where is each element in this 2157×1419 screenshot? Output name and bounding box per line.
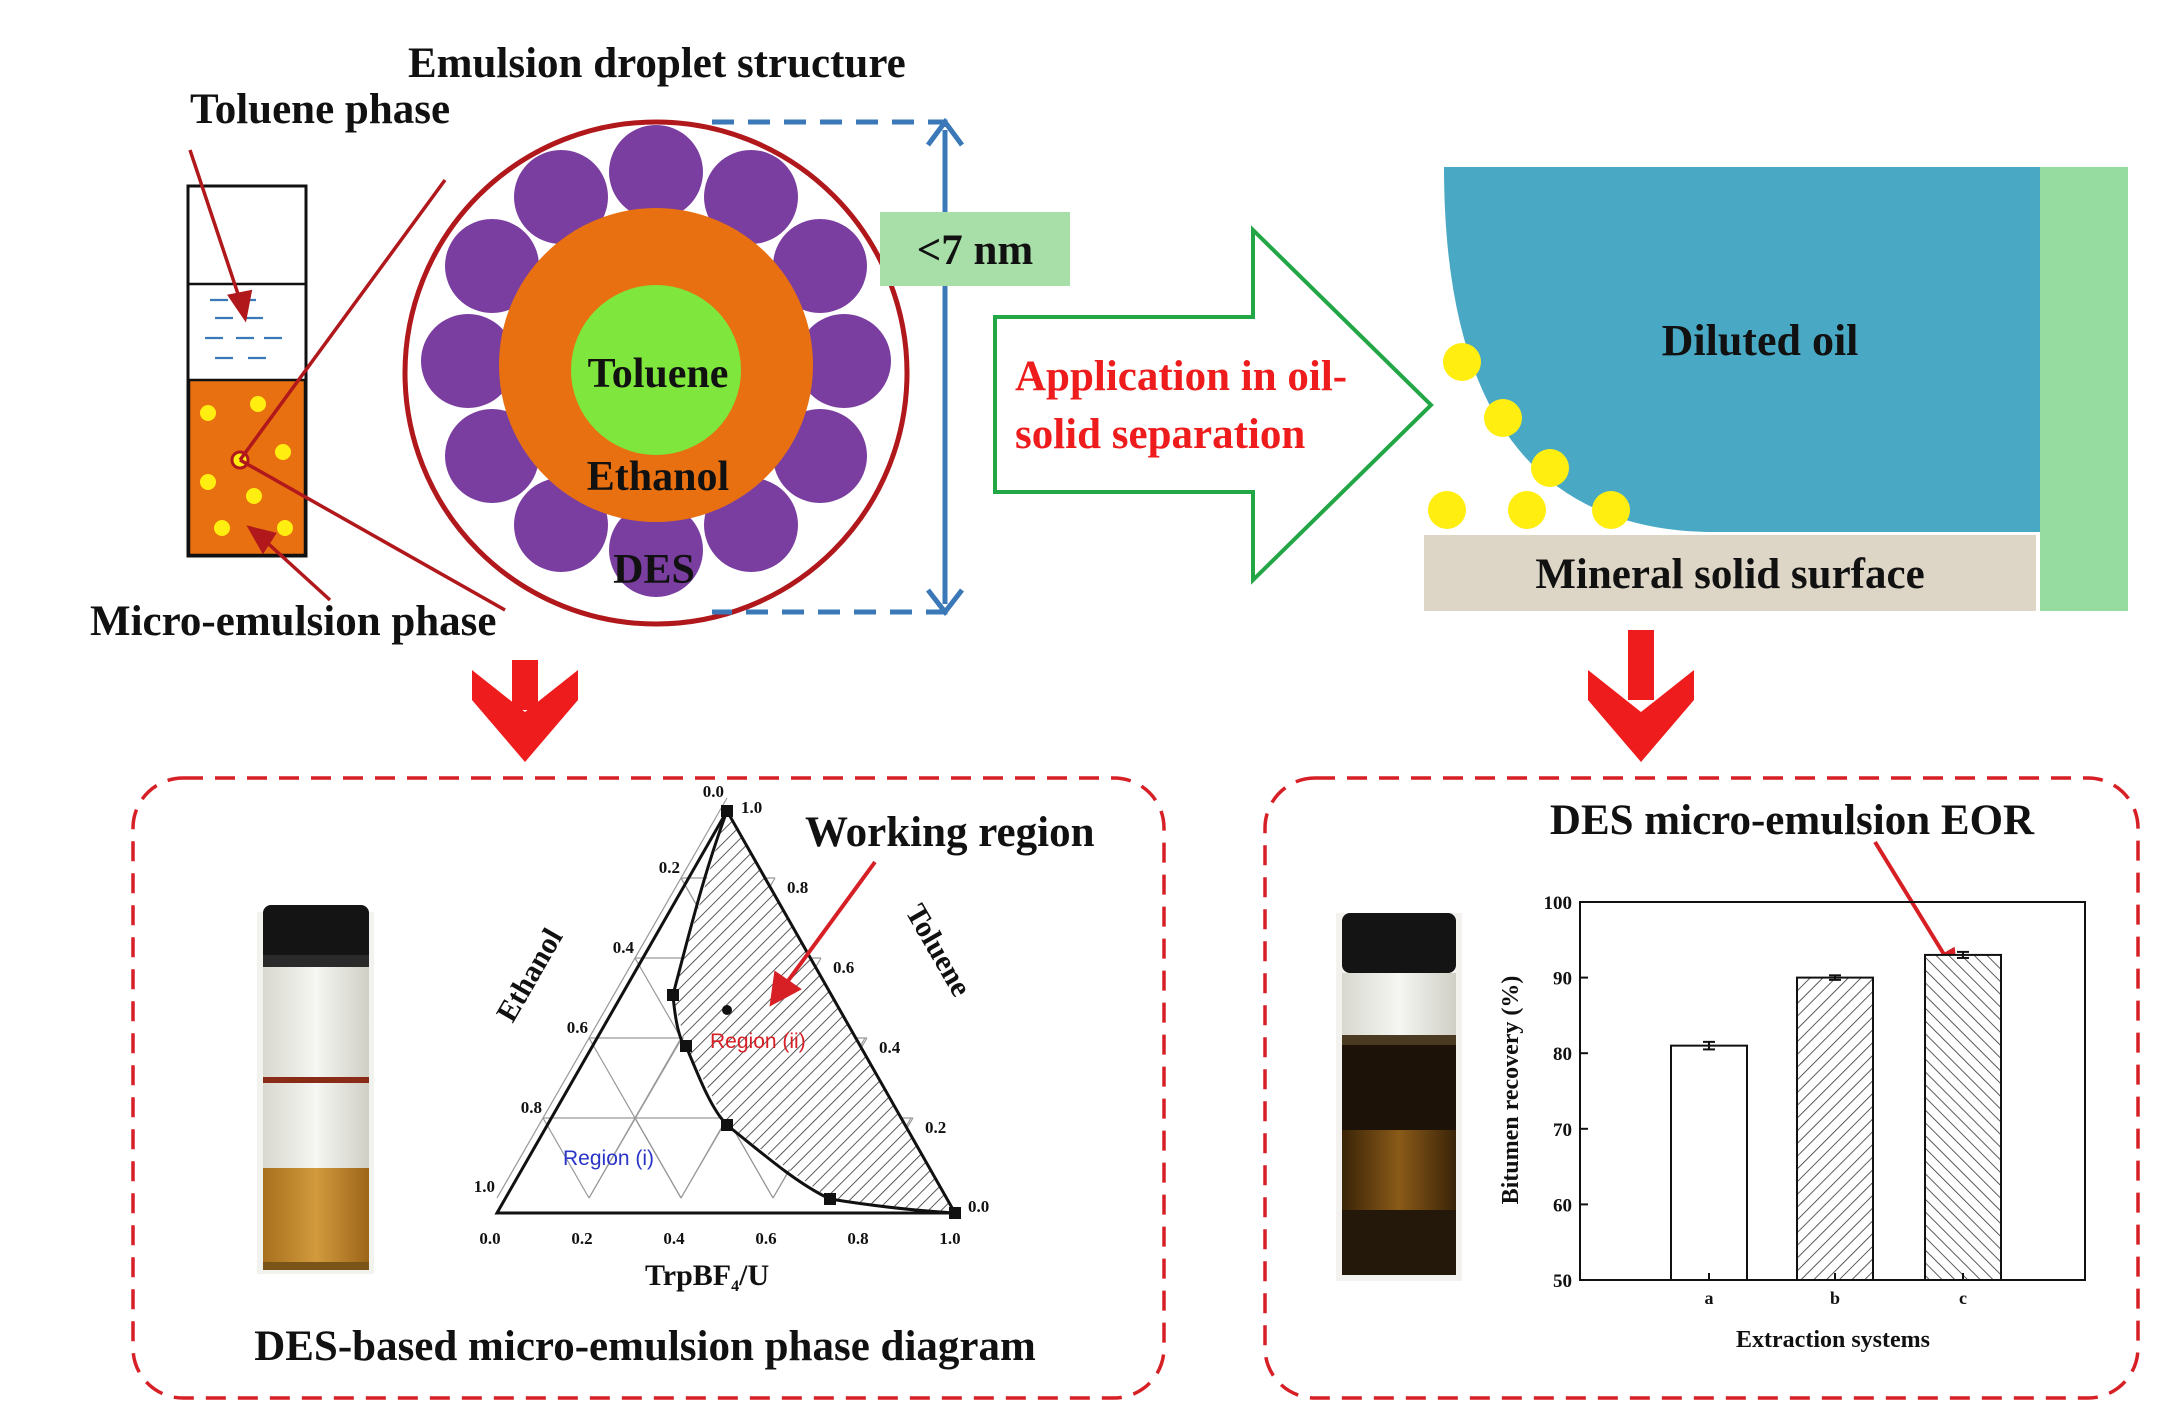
y-tick-label: 50: [1553, 1271, 1572, 1292]
svg-text:0.4: 0.4: [613, 938, 635, 957]
mineral-surface: [1424, 535, 2036, 611]
svg-text:1.0: 1.0: [741, 798, 762, 817]
svg-text:0.6: 0.6: [755, 1229, 776, 1248]
size-label: <7 nm: [917, 227, 1034, 274]
svg-text:0.0: 0.0: [703, 782, 724, 801]
ethanol-label: Ethanol: [587, 454, 729, 500]
svg-text:0.6: 0.6: [567, 1018, 588, 1037]
region-i-label: Region (i): [563, 1147, 654, 1170]
solid-particles: [1428, 343, 1630, 529]
droplets-in-beaker: [200, 396, 293, 536]
svg-text:1.0: 1.0: [939, 1229, 960, 1248]
svg-text:0.8: 0.8: [521, 1098, 542, 1117]
vial2-cap: [1342, 913, 1456, 973]
svg-text:0.8: 0.8: [787, 878, 808, 897]
left-ticks: 1.0 0.8 0.6 0.4 0.2 0.0: [474, 782, 724, 1196]
application-line1: Application in oil-: [1015, 353, 1347, 400]
toluene-phase-label: Toluene phase: [190, 86, 450, 133]
bottom-ticks: 0.0 0.2 0.4 0.6 0.8 1.0: [479, 1229, 960, 1248]
toluene-core: [571, 285, 741, 455]
region-ii-label: Region (ii): [710, 1030, 806, 1053]
vial-cap: [263, 905, 369, 963]
diluted-oil-label: Diluted oil: [1662, 316, 1859, 365]
axis-toluene: Toluene: [899, 898, 978, 1002]
y-tick-label: 60: [1553, 1195, 1572, 1216]
svg-text:0.2: 0.2: [571, 1229, 592, 1248]
svg-text:0.6: 0.6: [833, 958, 854, 977]
down-arrow-left: [472, 660, 578, 762]
oil-solid-illustration: Diluted oil Mineral solid surface: [1424, 167, 2128, 611]
eor-title: DES micro-emulsion EOR: [1550, 797, 2035, 844]
des-molecules: [421, 125, 891, 597]
binodal-points: [667, 805, 961, 1219]
bars: [1670, 950, 2002, 1282]
ternary-triangle: [494, 807, 958, 1215]
phase-diagram-box: [131, 776, 1166, 1400]
working-region-arrow: [769, 860, 877, 1007]
y-tick-label: 90: [1553, 969, 1572, 990]
green-wall: [2040, 167, 2128, 611]
down-arrows: [472, 630, 1694, 762]
bar-b: [1796, 976, 1874, 1281]
x-tick-label: a: [1705, 1288, 1714, 1308]
bar-c: [1924, 953, 2002, 1281]
x-tick-label: c: [1959, 1288, 1967, 1308]
working-region-label: Working region: [805, 809, 1095, 856]
bar-a: [1670, 1044, 1748, 1282]
svg-text:0.0: 0.0: [968, 1197, 989, 1216]
axis-trpbf4u: TrpBF4/U: [645, 1259, 769, 1295]
zoom-lines: [238, 178, 506, 612]
des-label: DES: [613, 547, 695, 593]
svg-text:0.0: 0.0: [479, 1229, 500, 1248]
phase-diagram-caption: DES-based micro-emulsion phase diagram: [254, 1323, 1036, 1370]
svg-text:1.0: 1.0: [474, 1177, 495, 1196]
binodal-curve: [671, 810, 956, 1215]
y-axis-label: Bitumen recovery (%): [1498, 976, 1524, 1205]
vial-photo-phase: [257, 905, 374, 1274]
droplet-title: Emulsion droplet structure: [408, 40, 906, 87]
ternary-diagram: 0.0 0.2 0.4 0.6 0.8 1.0 1.0 0.8 0.6 0.4 …: [474, 782, 1095, 1295]
application-arrow: Application in oil- solid separation: [993, 225, 1434, 585]
y-axis-ticks: 50 60 70 80 90 100: [1544, 893, 1588, 1292]
diluted-oil-shape: [1444, 167, 2040, 532]
svg-text:0.2: 0.2: [925, 1118, 946, 1137]
vial-photo-eor: [1336, 913, 1462, 1281]
y-tick-label: 80: [1553, 1044, 1572, 1065]
x-axis-label: Extraction systems: [1736, 1327, 1930, 1353]
emulsion-droplet: Toluene Ethanol DES: [402, 119, 910, 627]
svg-text:0.4: 0.4: [663, 1229, 685, 1248]
bitumen-recovery-chart: 50 60 70 80 90 100 a b c Bitumen recovery (%) E…: [1498, 893, 2086, 1353]
beaker-pointer-arrows: [188, 149, 332, 602]
size-measurement: <7 nm: [712, 117, 1070, 617]
right-ticks: 1.0 0.8 0.6 0.4 0.2 0.0: [741, 798, 989, 1216]
y-tick-label: 100: [1544, 893, 1573, 914]
toluene-core-label: Toluene: [588, 351, 729, 397]
size-box: [880, 212, 1070, 286]
y-tick-label: 70: [1553, 1120, 1572, 1141]
x-tick-label: b: [1830, 1288, 1840, 1308]
svg-text:0.4: 0.4: [879, 1038, 901, 1057]
beaker: [186, 184, 308, 558]
application-line2: solid separation: [1015, 411, 1305, 458]
down-arrow-right: [1588, 630, 1694, 762]
mineral-surface-label: Mineral solid surface: [1535, 551, 1924, 598]
micro-emulsion-phase-label: Micro-emulsion phase: [90, 598, 497, 645]
svg-text:0.2: 0.2: [659, 858, 680, 877]
svg-text:0.8: 0.8: [847, 1229, 868, 1248]
x-axis-ticks: a b c: [1705, 1273, 1967, 1308]
axis-ethanol: Ethanol: [490, 923, 569, 1028]
eor-box: [1263, 776, 2140, 1400]
